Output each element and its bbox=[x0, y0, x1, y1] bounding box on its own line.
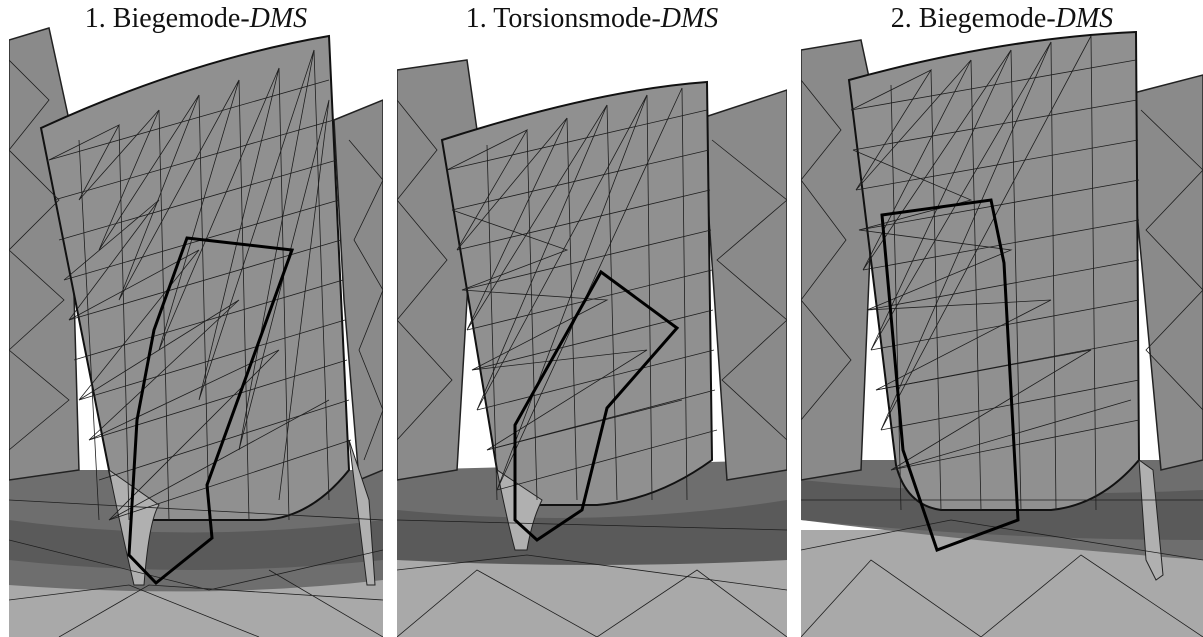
panel-bending-mode-1: 1. Biegemode-DMS bbox=[9, 0, 383, 637]
panel-caption: 1. Biegemode-DMS bbox=[84, 3, 308, 34]
strain-gauge-outline bbox=[513, 269, 680, 542]
mesh-lines bbox=[9, 49, 383, 637]
panel-bending-mode-2: 2. Biegemode-DMS bbox=[801, 0, 1203, 637]
mesh-lines bbox=[801, 35, 1203, 637]
strain-gauge-outline bbox=[127, 236, 295, 586]
fe-mesh-render bbox=[397, 59, 787, 637]
panel-caption: 2. Biegemode-DMS bbox=[890, 3, 1114, 34]
blade-main bbox=[440, 80, 714, 506]
panel-torsion-mode-1: 1. Torsionsmode-DMS bbox=[397, 0, 787, 637]
fe-mesh-render bbox=[9, 27, 383, 637]
panel-caption: 1. Torsionsmode-DMS bbox=[465, 3, 719, 34]
fe-mesh-render bbox=[801, 30, 1203, 637]
ground-surface bbox=[397, 560, 787, 637]
blade-right-back bbox=[1125, 74, 1203, 471]
strain-gauge-outline bbox=[880, 198, 1020, 552]
blade-right-back bbox=[333, 99, 383, 482]
blade-right-back bbox=[701, 89, 787, 481]
